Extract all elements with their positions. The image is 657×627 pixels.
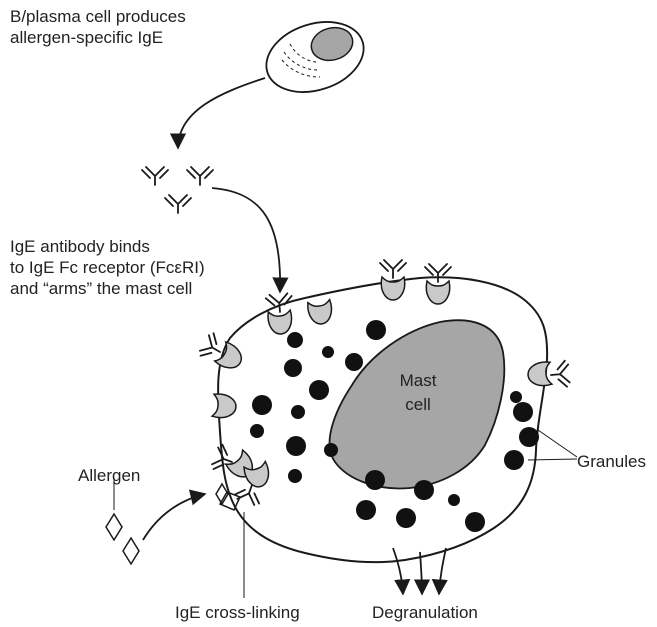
granule <box>284 359 302 377</box>
granule <box>250 424 264 438</box>
granule <box>504 450 524 470</box>
granule <box>396 508 416 528</box>
antibody-icon <box>187 167 213 185</box>
granule <box>366 320 386 340</box>
granule <box>322 346 334 358</box>
secretion-arrow <box>178 78 265 148</box>
granule <box>252 395 272 415</box>
allergen-diamond <box>106 514 122 540</box>
granule <box>324 443 338 457</box>
antibody-icon <box>165 195 191 213</box>
free-ige-antibodies <box>142 167 213 213</box>
allergen-arrow <box>143 494 205 540</box>
granule <box>414 480 434 500</box>
granule <box>510 391 522 403</box>
mast-cell-label-line-2: cell <box>405 395 431 414</box>
granule <box>465 512 485 532</box>
mast-cell-label-line-1: Mast <box>400 371 437 390</box>
granule <box>309 380 329 400</box>
granule <box>287 332 303 348</box>
antibody-icon <box>142 167 168 185</box>
granule <box>356 500 376 520</box>
granule <box>365 470 385 490</box>
granule <box>345 353 363 371</box>
granule <box>448 494 460 506</box>
allergen-diamond <box>123 538 139 564</box>
antibody-icon <box>380 260 406 278</box>
antibody-icon <box>550 360 570 387</box>
granule <box>291 405 305 419</box>
granule <box>519 427 539 447</box>
granule <box>513 402 533 422</box>
binding-arrow <box>212 188 280 292</box>
granule <box>288 469 302 483</box>
b-plasma-cell <box>257 10 373 104</box>
granule <box>286 436 306 456</box>
